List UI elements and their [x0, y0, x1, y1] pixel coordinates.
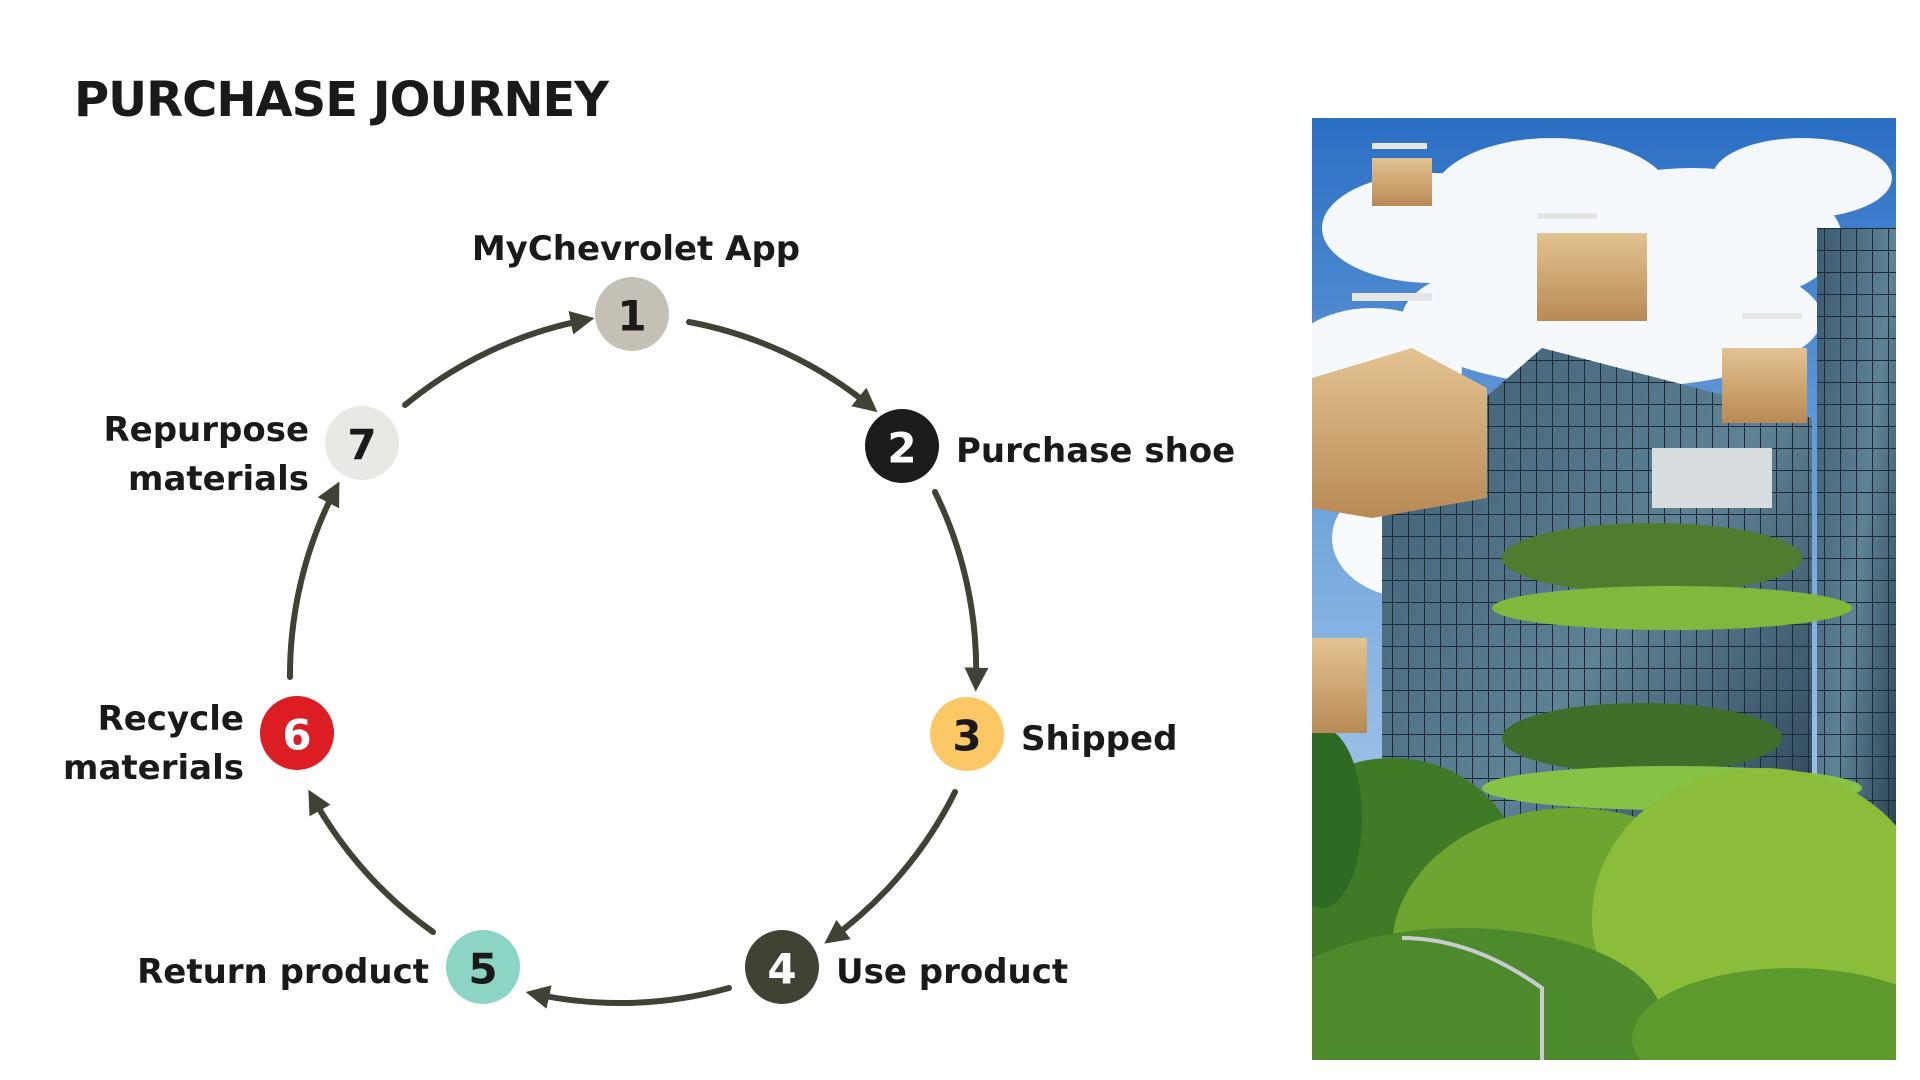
- step-4-node: 4: [745, 930, 819, 1004]
- step-7-number: 7: [347, 421, 376, 470]
- step-7-label-line-2: materials: [128, 459, 309, 499]
- step-3-node: 3: [930, 697, 1004, 771]
- step-2-node: 2: [865, 409, 939, 483]
- step-5-circle: [446, 930, 520, 1004]
- step-3-circle: [930, 697, 1004, 771]
- arrow-4-to-5: [525, 985, 732, 1009]
- step-2-label: Purchase shoe: [956, 431, 1235, 471]
- step-1-number: 1: [617, 292, 646, 341]
- drone-delivery-photo: [1312, 118, 1896, 1060]
- step-6-circle: [260, 696, 334, 770]
- page-title: PURCHASE JOURNEY: [74, 72, 609, 128]
- arrow-6-to-7: [286, 481, 340, 680]
- parcel-drone-3: [1312, 293, 1487, 518]
- step-1-node: 1: [595, 277, 669, 351]
- step-7-label-line-1: Repurpose: [103, 410, 309, 450]
- step-6-number: 6: [282, 711, 311, 760]
- step-5-label: Return product: [137, 952, 429, 992]
- tree-canopy: [1312, 728, 1896, 1060]
- step-4-label: Use product: [836, 952, 1068, 992]
- green-terraces: [1482, 523, 1862, 810]
- step-4-number: 4: [767, 945, 796, 994]
- drone-delivery-illustration: [1312, 118, 1896, 1060]
- arrow-2-to-3: [932, 489, 989, 692]
- step-5-number: 5: [468, 945, 497, 994]
- step-1-circle: [595, 277, 669, 351]
- step-2-number: 2: [887, 424, 916, 473]
- arrow-7-to-1: [402, 310, 595, 408]
- step-4-circle: [745, 930, 819, 1004]
- step-7-node: 7: [325, 406, 399, 480]
- step-5-node: 5: [446, 930, 520, 1004]
- step-7-circle: [325, 406, 399, 480]
- parcel-drone-4: [1722, 313, 1807, 423]
- step-6-label-line-2: materials: [63, 748, 244, 788]
- step-6-label-line-1: Recycle: [98, 699, 244, 739]
- parcel-drone-2: [1537, 213, 1647, 321]
- parcel-drone-5: [1312, 638, 1367, 733]
- step-3-number: 3: [952, 712, 981, 761]
- step-3-label: Shipped: [1021, 719, 1177, 759]
- step-1-label: MyChevrolet App: [472, 229, 800, 269]
- arrow-1-to-2: [686, 319, 878, 413]
- step-6-node: 6: [260, 696, 334, 770]
- arrow-3-to-4: [824, 789, 958, 944]
- step-2-circle: [865, 409, 939, 483]
- parcel-drone-1: [1372, 143, 1432, 206]
- arrow-5-to-6: [308, 789, 436, 935]
